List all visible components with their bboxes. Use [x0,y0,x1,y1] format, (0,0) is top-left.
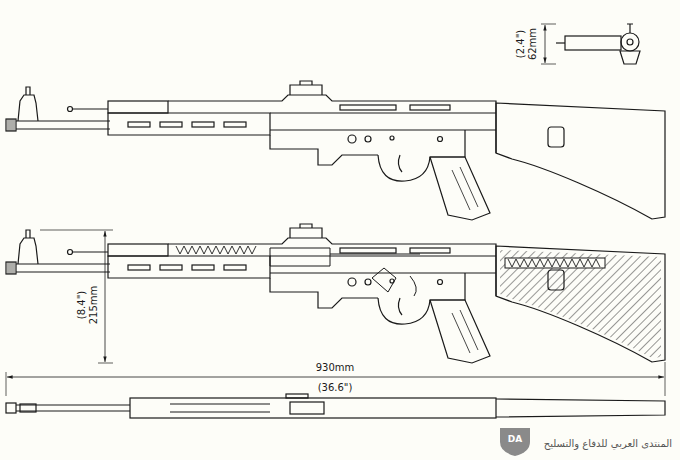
rear-sight [290,402,324,414]
receiver [130,398,496,418]
dimension-line [7,377,664,378]
dimension-value: 930mm [314,362,357,373]
barrel [16,405,130,411]
watermark-text: المنتدى العربي للدفاع والتسليح [542,438,674,449]
end-view-receiver [565,36,621,50]
hammer [372,268,416,296]
end-view [541,24,640,64]
stock-section [500,250,661,358]
stock [496,399,665,417]
dimension-value: (8.4") [76,289,87,321]
top-view [6,394,665,418]
bolt-handle [286,394,308,398]
end-view-handle [556,42,565,43]
end-view-muzzle [621,33,639,51]
dimension-line [105,231,106,362]
recoil-spring [508,259,600,267]
side-view [6,81,665,220]
end-view-bore [627,39,633,45]
cutaway-outline [6,224,665,363]
length-dimension [6,362,665,396]
bolt-carrier [270,248,420,266]
height-dimension [40,230,113,363]
dimension-line [545,25,546,63]
extension-line [40,230,113,363]
watermark-logo: DA [506,435,524,445]
extension-line [6,362,665,396]
dimension-value: 215mm [88,284,99,327]
recoil-tube [505,258,605,268]
gas-spring [176,246,256,254]
watermark-shield [500,428,530,456]
extension-line [541,24,556,64]
dimension-value: (36.6") [316,382,355,393]
end-view-sight [627,24,633,33]
dimension-value: 62mm [527,26,538,62]
end-view-grip [620,51,640,64]
gas-tube [170,404,270,412]
cutaway-view [6,224,665,363]
front-sight [20,404,36,412]
muzzle [6,403,16,413]
dimension-value: (2.4") [515,28,526,60]
